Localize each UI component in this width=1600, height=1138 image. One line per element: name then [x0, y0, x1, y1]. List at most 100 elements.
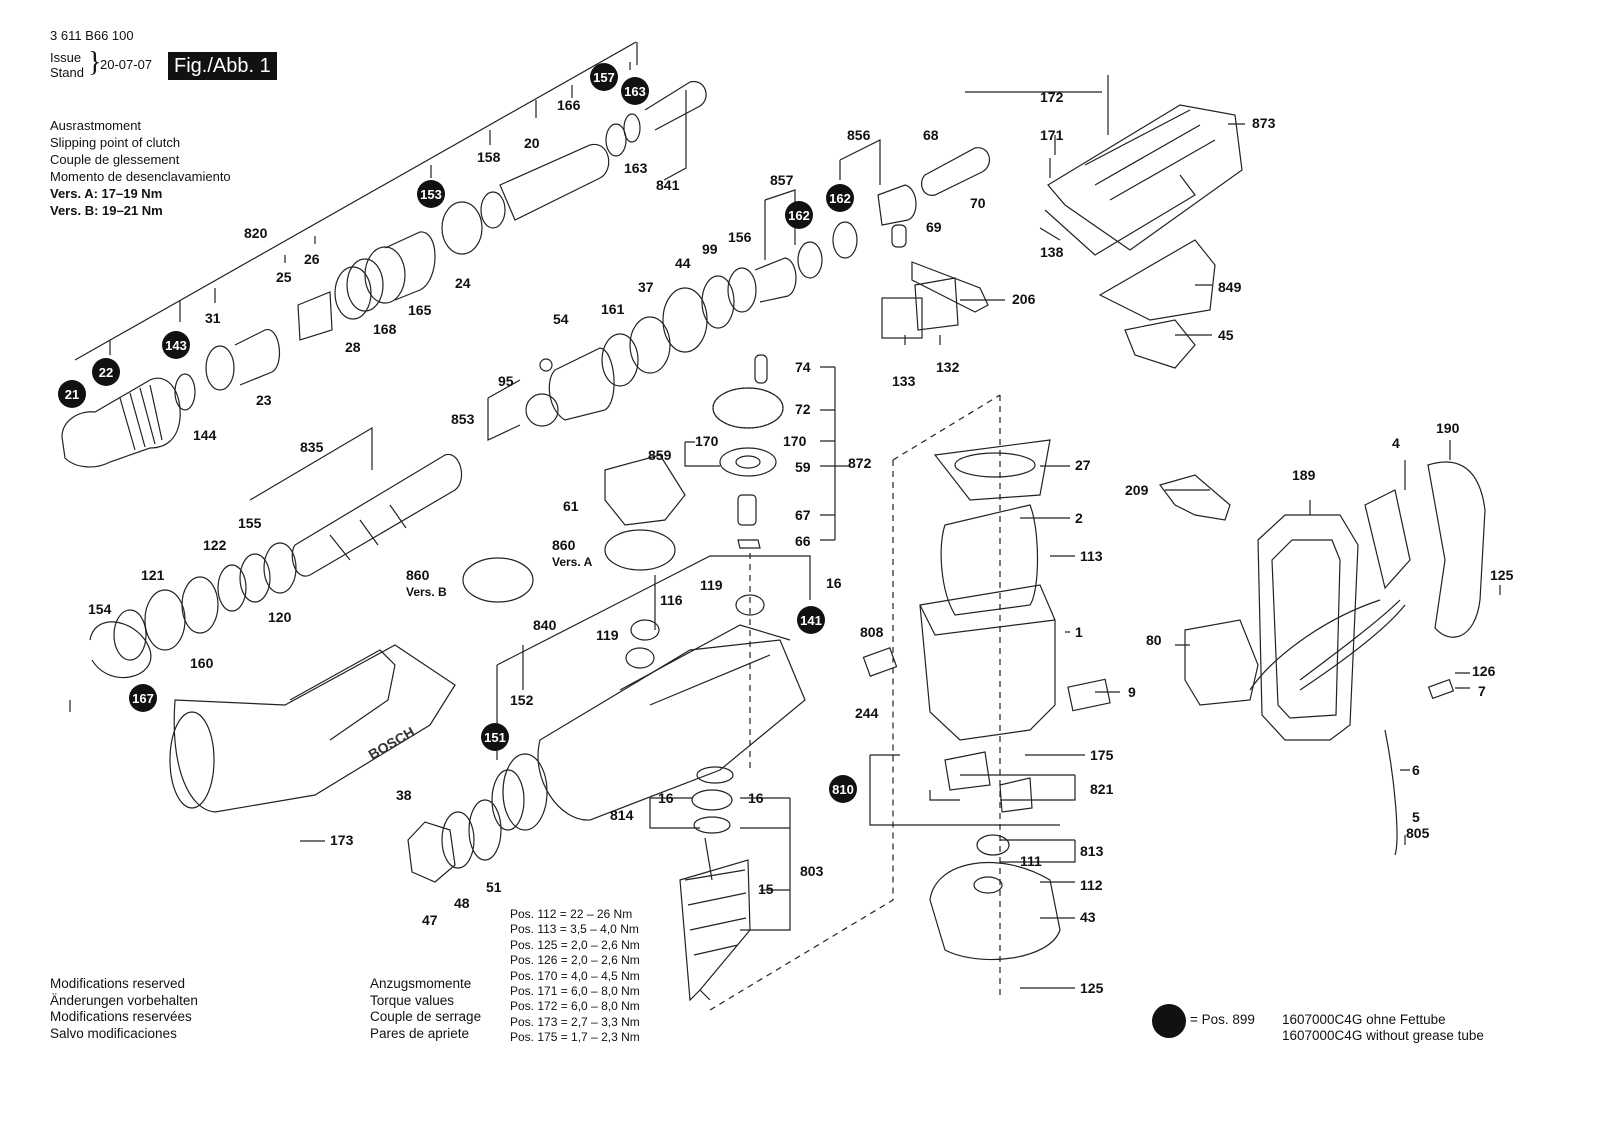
ring-122: [217, 564, 247, 612]
label-15: 15: [758, 881, 774, 897]
svg-text:21: 21: [65, 387, 79, 402]
end-cover-43: [929, 861, 1061, 961]
label-116: 116: [660, 592, 683, 608]
label-860b: 860: [406, 567, 430, 583]
label-805: 805: [1406, 825, 1430, 841]
armature-shaft: [699, 837, 713, 1001]
label-113: 113: [1080, 548, 1103, 564]
svg-text:143: 143: [165, 338, 187, 353]
label-16c: 16: [748, 790, 764, 806]
chuck-body: [61, 377, 181, 468]
label-160: 160: [190, 655, 214, 671]
bearing-119b: [625, 647, 655, 669]
torque-label: Pares de apriete: [370, 1025, 470, 1041]
ring-162a: [797, 241, 823, 279]
label-120: 120: [268, 609, 292, 625]
label-154: 154: [88, 601, 112, 617]
label-803: 803: [800, 863, 824, 879]
clutch-note-line: Ausrastmoment: [50, 118, 142, 133]
callout-810: 810: [829, 775, 857, 803]
label-9: 9: [1128, 684, 1136, 700]
label-155: 155: [238, 515, 262, 531]
fan-guide-27: [933, 439, 1051, 501]
label-841: 841: [656, 177, 680, 193]
label-4: 4: [1392, 435, 1400, 451]
piston-857: [754, 257, 797, 303]
key-26: [297, 291, 333, 341]
label-59: 59: [795, 459, 811, 475]
callout-141: 141: [797, 606, 825, 634]
wires: [1249, 599, 1406, 691]
callout-162b: 162: [826, 184, 854, 212]
modifications-line: Änderungen vorbehalten: [50, 992, 198, 1008]
label-144: 144: [193, 427, 217, 443]
clutch-note-line: Momento de desenclavamiento: [50, 169, 231, 184]
ring-160: [181, 576, 219, 634]
label-119a: 119: [700, 577, 723, 593]
pos-899-marker-icon: [1152, 1004, 1186, 1038]
ring-28b: [346, 258, 384, 312]
callout-markers: 157 163 153 143 22 21 141 151 167 162 16…: [58, 63, 857, 803]
leader-line-814: [649, 797, 700, 829]
label-859: 859: [648, 447, 672, 463]
piston-856: [877, 184, 917, 226]
housing-38: [173, 644, 456, 813]
label-61: 61: [563, 498, 579, 514]
cover-849: [1098, 239, 1216, 321]
leader-line-840: [496, 555, 811, 760]
ring-162b: [832, 221, 858, 259]
cage-61: [604, 454, 686, 526]
label-138: 138: [1040, 244, 1064, 260]
bracket-45: [1124, 319, 1196, 369]
label-68: 68: [923, 127, 939, 143]
part-209: [1158, 474, 1231, 521]
label-171: 171: [1040, 127, 1064, 143]
label-80: 80: [1146, 632, 1162, 648]
cable-6: [1384, 729, 1398, 856]
label-158: 158: [477, 149, 501, 165]
armature-15: [679, 859, 751, 1002]
label-1: 1: [1075, 624, 1083, 640]
seal-138: [1044, 174, 1196, 256]
label-16a: 16: [826, 575, 842, 591]
housing-grip: [289, 649, 396, 741]
label-112: 112: [1080, 877, 1103, 893]
leader-line-853: [487, 379, 521, 441]
svg-text:163: 163: [624, 84, 646, 99]
label-48: 48: [454, 895, 470, 911]
leader-line-856: [839, 139, 881, 185]
legend-line-1: 1607000C4G ohne Fettube: [1282, 1012, 1446, 1027]
label-119b: 119: [596, 627, 619, 643]
label-74: 74: [795, 359, 811, 375]
callout-21: 21: [58, 380, 86, 408]
svg-text:167: 167: [132, 691, 154, 706]
striker-tube-835: [291, 454, 463, 577]
label-853: 853: [451, 411, 475, 427]
tool-holder-20: [499, 143, 610, 221]
label-132: 132: [936, 359, 960, 375]
torque-value: Pos. 113 = 3,5 – 4,0 Nm: [510, 922, 639, 937]
label-25: 25: [276, 269, 292, 285]
label-835: 835: [300, 439, 324, 455]
part-7: [1427, 678, 1455, 700]
ring-48: [441, 811, 475, 869]
collar-165: [384, 231, 436, 301]
snap-ring-167: [89, 621, 152, 678]
label-209: 209: [1125, 482, 1149, 498]
shaft-67: [737, 494, 757, 526]
bearing-59-inner: [735, 455, 761, 469]
label-69: 69: [926, 219, 942, 235]
label-873: 873: [1252, 115, 1276, 131]
label-5: 5: [1412, 809, 1420, 825]
leader-line-872: [820, 366, 850, 541]
bearing-119a: [630, 619, 660, 641]
label-28: 28: [345, 339, 361, 355]
torque-value: Pos. 125 = 2,0 – 2,6 Nm: [510, 937, 640, 952]
gear-66: [737, 539, 761, 549]
bearing-16b: [693, 816, 731, 834]
label-38: 38: [396, 787, 412, 803]
label-133: 133: [892, 373, 916, 389]
label-111: 111: [1020, 853, 1042, 869]
bearing-116: [735, 594, 765, 616]
torque-value: Pos. 170 = 4,0 – 4,5 Nm: [510, 968, 640, 983]
